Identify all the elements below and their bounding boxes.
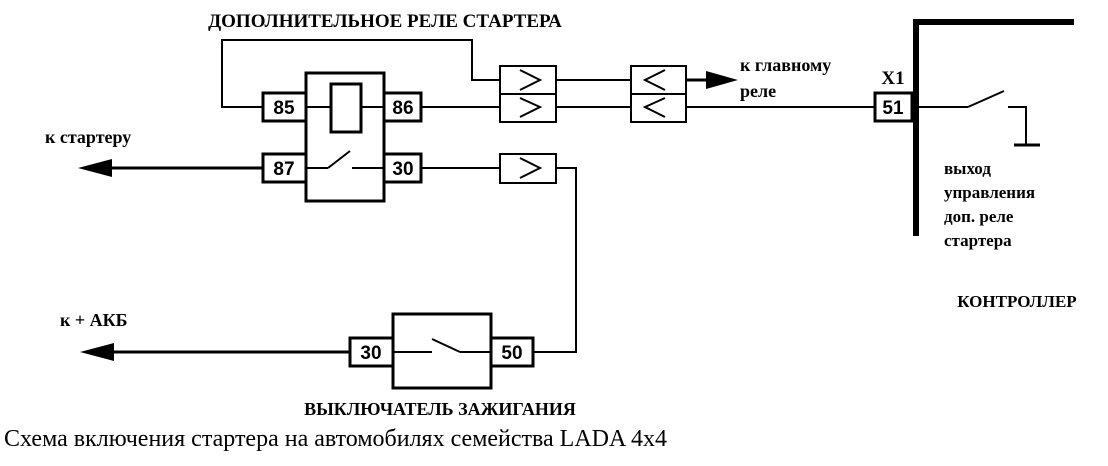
arrow-to-battery: [80, 343, 114, 361]
ignition-title: ВЫКЛЮЧАТЕЛЬ ЗАЖИГАНИЯ: [304, 399, 576, 419]
wires: [105, 39, 875, 354]
output-label-2: управления: [944, 183, 1035, 202]
ignition-pin-30-box: [348, 336, 395, 368]
relay-title: ДОПОЛНИТЕЛЬНОЕ РЕЛЕ СТАРТЕРА: [208, 11, 562, 32]
ignition-switch: 30 50 ВЫКЛЮЧАТЕЛЬ ЗАЖИГАНИЯ: [304, 312, 576, 419]
relay-pin-85: 85: [273, 98, 295, 119]
relay-switch-icon: [327, 150, 351, 169]
label-to-starter: к стартеру: [45, 127, 131, 147]
ignition-switch-icon: [431, 338, 461, 353]
label-to-battery: к + АКБ: [60, 310, 128, 330]
ignition-pin-50: 50: [501, 343, 522, 364]
label-to-main-relay-1: к главному: [740, 55, 831, 75]
output-label-3: доп. реле: [944, 207, 1014, 226]
ground-icon: [1008, 106, 1027, 145]
ignition-pin-30: 30: [360, 343, 381, 364]
wire-to-ignition-50: [533, 167, 577, 353]
figure-caption: Схема включения стартера на автомобилях …: [4, 426, 667, 452]
wire-85-loop: [221, 39, 500, 108]
label-to-main-relay-2: реле: [740, 81, 776, 101]
connector-icon: [519, 69, 543, 91]
connector-icon: [642, 97, 666, 118]
connector-icon: [642, 69, 666, 91]
connector-box: [630, 93, 687, 123]
connector-box: [499, 65, 557, 95]
arrow-to-main-relay: [706, 71, 738, 89]
connector-box: [499, 93, 557, 123]
relay-pin-87: 87: [273, 159, 294, 180]
connector-icon: [519, 157, 543, 179]
connector-box: [630, 65, 687, 95]
controller-switch-icon: [967, 90, 1005, 108]
relay-pin-85-box: [261, 91, 308, 123]
relay-pin-87-box: [261, 152, 308, 184]
relay-pin-86: 86: [392, 98, 413, 119]
relay-pin-30: 30: [392, 159, 413, 180]
auxiliary-starter-relay: 85 86 87 30: [261, 71, 423, 203]
relay-body: [304, 71, 386, 203]
controller-housing: [913, 19, 1074, 236]
controller: 51 X1 выход управления доп. реле стартер…: [873, 19, 1077, 311]
controller-pin-51: 51: [882, 98, 904, 119]
relay-pin-30-box: [382, 152, 423, 184]
connectors: [499, 65, 687, 184]
relay-pin-86-box: [382, 91, 423, 123]
controller-title: КОНТРОЛЛЕР: [957, 292, 1076, 311]
connector-icon: [519, 97, 543, 118]
connector-box: [499, 153, 557, 184]
output-label-1: выход: [944, 159, 991, 178]
output-label-4: стартера: [944, 231, 1012, 250]
arrow-to-starter: [78, 159, 112, 177]
ignition-pin-50-box: [489, 336, 535, 368]
controller-pin-51-box: [873, 91, 914, 123]
connector-x1-label: X1: [881, 68, 904, 89]
